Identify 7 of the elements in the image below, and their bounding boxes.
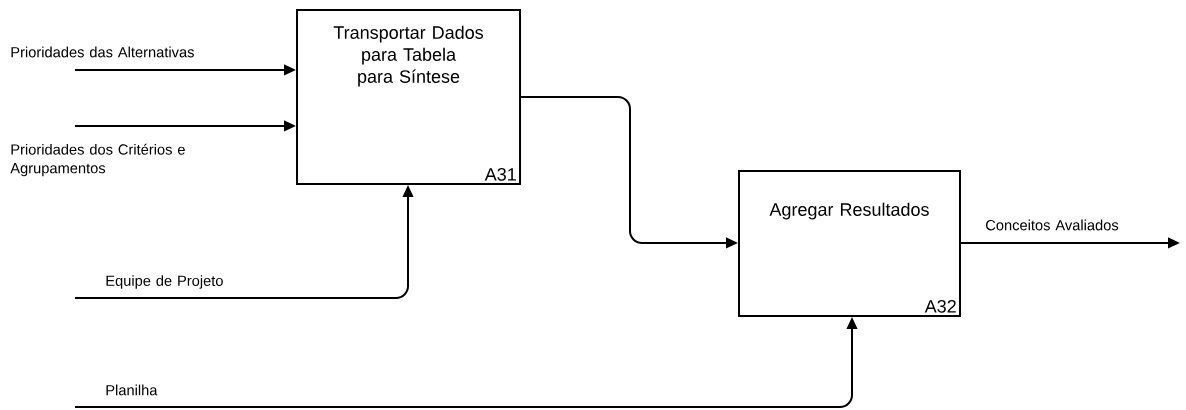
- edge-label: Conceitos Avaliados: [986, 219, 1119, 231]
- edge-label: Planilha: [106, 384, 158, 396]
- function-box: Agregar Resultados A32: [738, 170, 961, 317]
- edge-label: Prioridades das Alternativas: [11, 46, 194, 58]
- function-box: Transportar Dados para Tabela para Síntese A31: [296, 9, 521, 185]
- edge-label: Prioridades dos Critérios e Agrupamentos: [10, 143, 185, 177]
- edge-label: Equipe de Projeto: [106, 275, 223, 289]
